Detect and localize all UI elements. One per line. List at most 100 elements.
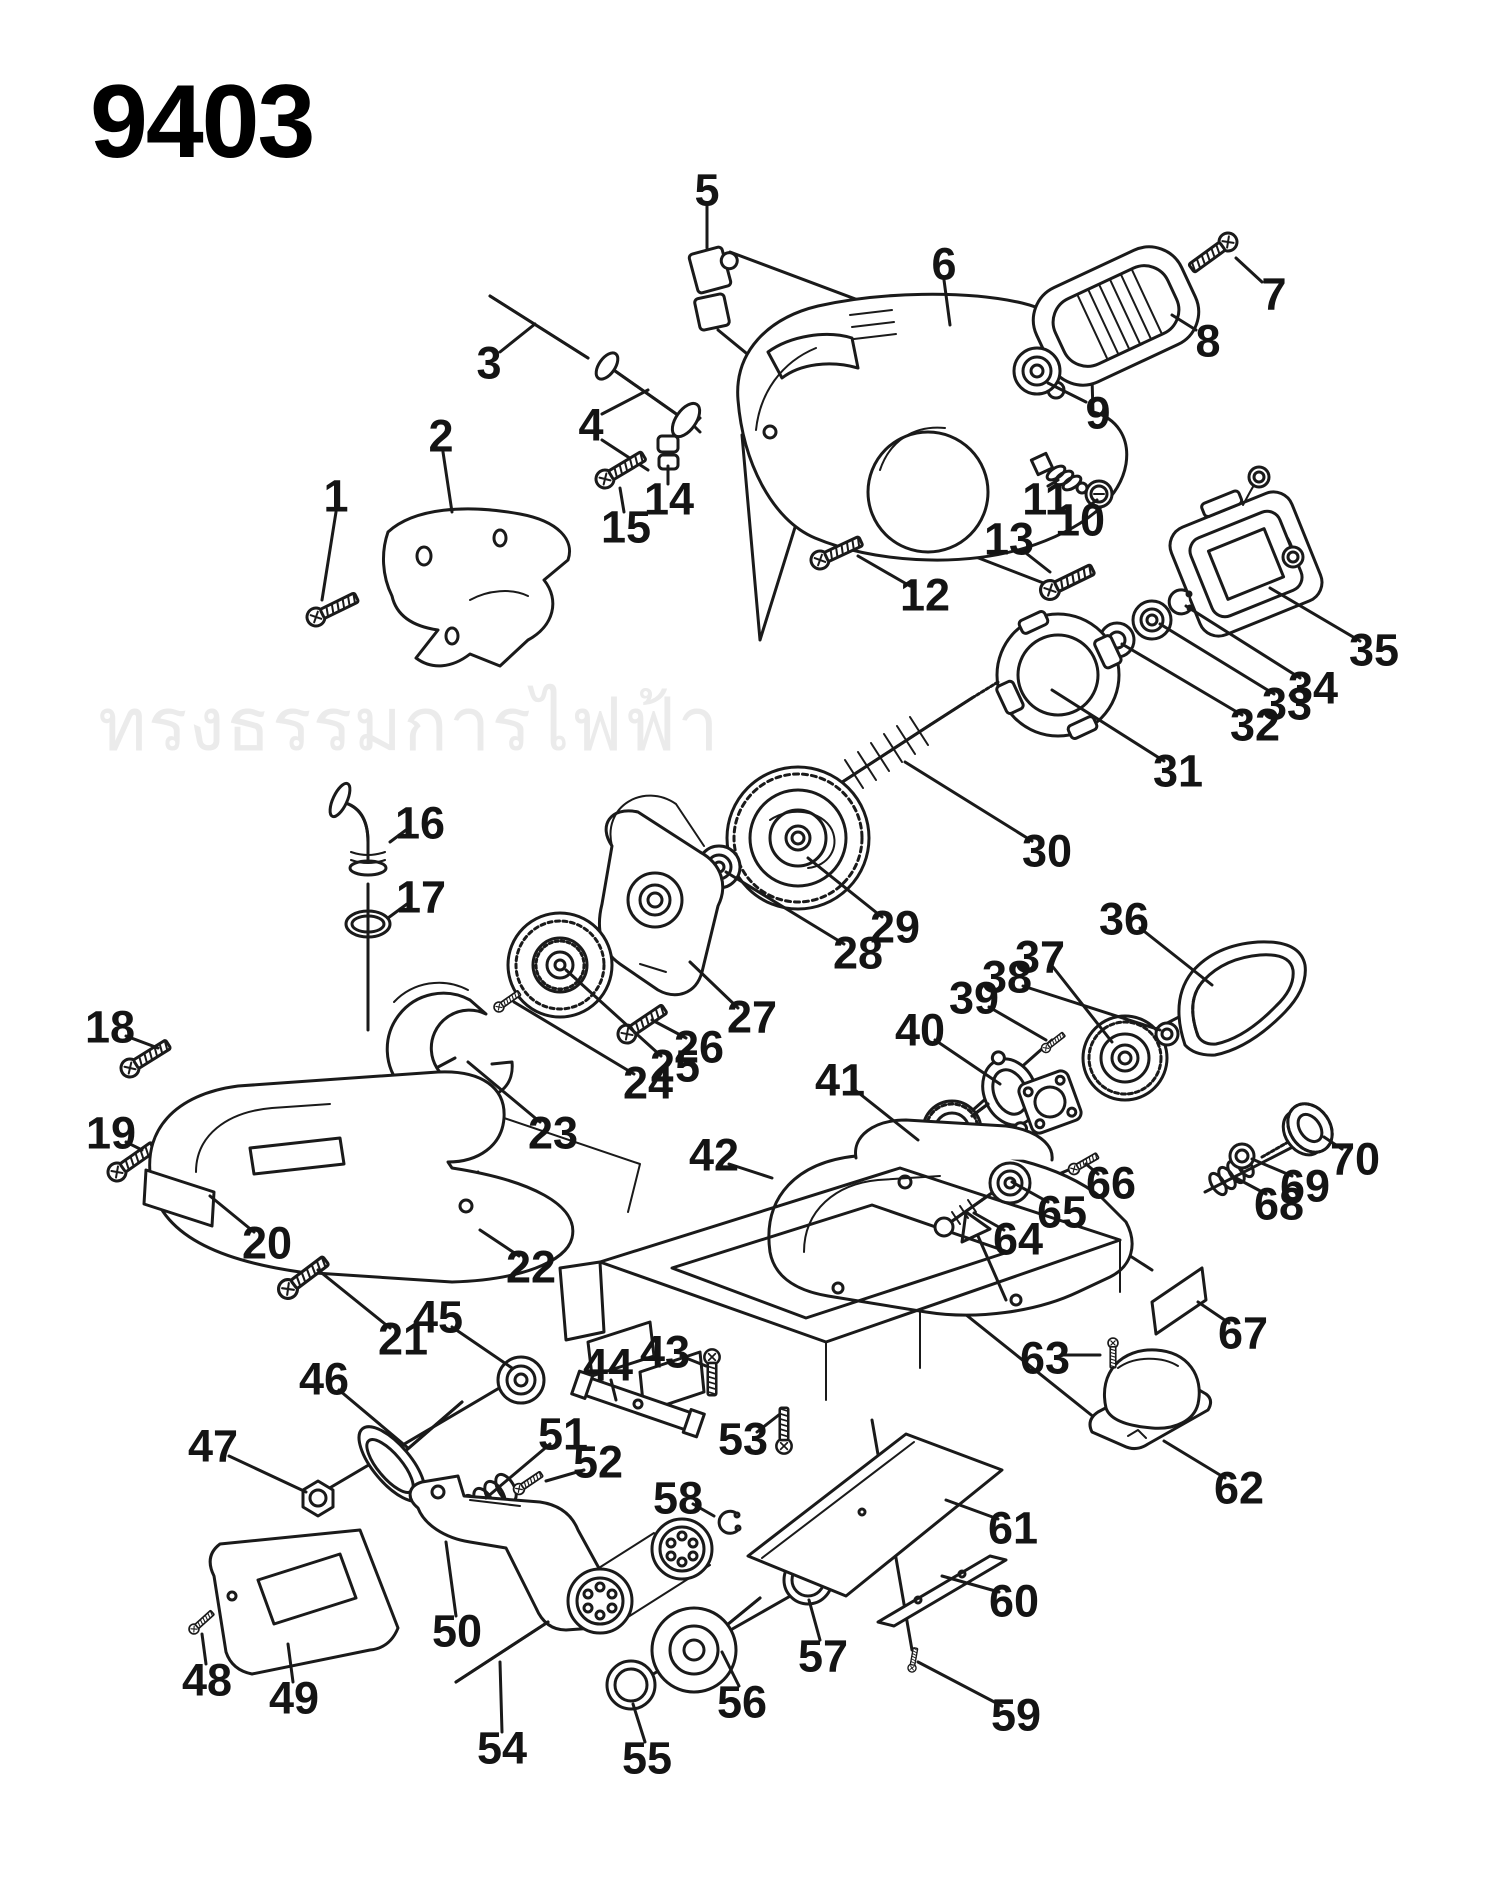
part-4-art — [594, 351, 702, 439]
leader-lines — [124, 204, 1362, 1744]
part-label-23: 23 — [528, 1108, 578, 1159]
part-leader-18 — [124, 1034, 160, 1050]
part-leader-34 — [1184, 604, 1302, 680]
part-2-art — [381, 507, 571, 668]
red-arrow-head — [960, 1210, 992, 1244]
part-label-20: 20 — [242, 1218, 292, 1269]
part-37-art — [1081, 1014, 1169, 1102]
part-label-68: 68 — [1254, 1179, 1304, 1230]
part-61-art — [746, 1432, 1004, 1598]
part-leader-69 — [1250, 1157, 1294, 1178]
part-1-art — [302, 587, 362, 631]
part-label-49: 49 — [269, 1673, 319, 1724]
part-leader-61 — [944, 1498, 1000, 1521]
part-10-art — [1084, 479, 1114, 509]
part-leader-8 — [1170, 313, 1198, 332]
part-leader-70 — [1322, 1135, 1344, 1151]
part-label-12: 12 — [900, 570, 950, 621]
part-leader-31 — [1050, 688, 1166, 763]
part-leader-4 — [600, 388, 650, 416]
part-leader-42 — [727, 1162, 774, 1180]
part-label-48: 48 — [182, 1655, 232, 1706]
part-label-65: 65 — [1037, 1187, 1087, 1238]
part-label-37: 37 — [1015, 932, 1065, 983]
part-label-33: 33 — [1262, 679, 1312, 730]
part-number-labels: 1234567891011121314151617181920212223242… — [85, 165, 1399, 1784]
part-label-11: 11 — [1022, 474, 1070, 525]
part-45-art — [496, 1355, 546, 1405]
part-label-5: 5 — [694, 165, 719, 216]
part-leader-43 — [679, 1354, 708, 1368]
part-leader-47 — [227, 1454, 308, 1494]
part-leader-67 — [1196, 1300, 1231, 1325]
part-38-art — [1154, 1021, 1180, 1047]
part-leader-17 — [386, 902, 409, 920]
part-leader-38 — [1021, 984, 1162, 1032]
bearing-retainer — [1017, 1069, 1083, 1135]
part-62-art — [1088, 1348, 1213, 1451]
red-arrow — [960, 1210, 1008, 1302]
part-label-13: 13 — [984, 514, 1034, 565]
part-leader-3 — [498, 322, 537, 354]
part-leader-23 — [466, 1060, 542, 1124]
part-leader-19 — [124, 1140, 144, 1152]
part-16-art — [328, 781, 388, 877]
part-14-art — [656, 434, 680, 471]
part-label-7: 7 — [1261, 269, 1286, 320]
part-leader-56 — [720, 1650, 741, 1688]
part-label-36: 36 — [1099, 894, 1149, 945]
part-label-4: 4 — [578, 400, 603, 451]
part-20-art — [142, 1168, 216, 1228]
part-11-art — [1029, 451, 1089, 495]
part-48-art — [186, 1607, 217, 1637]
part-44-art — [570, 1369, 706, 1439]
part-69-art — [1228, 1142, 1256, 1170]
part-label-18: 18 — [85, 1002, 135, 1053]
part-leader-64 — [972, 1211, 1006, 1232]
part-label-44: 44 — [583, 1340, 633, 1391]
part-label-16: 16 — [395, 798, 445, 849]
part-label-21: 21 — [378, 1314, 428, 1365]
part-27-art — [598, 794, 725, 997]
part-31-art — [995, 609, 1123, 741]
part-leader-49 — [286, 1642, 295, 1684]
part-label-14: 14 — [644, 474, 694, 525]
part-label-42: 42 — [689, 1130, 739, 1181]
part-55-art — [605, 1659, 657, 1711]
part-7-art — [1184, 227, 1243, 278]
part-leader-27 — [688, 960, 740, 1010]
part-leader-29 — [806, 856, 884, 919]
red-arrow-shaft — [976, 1234, 1008, 1302]
part-leader-9 — [1046, 381, 1088, 404]
part-leader-25 — [564, 968, 663, 1058]
part-leader-13 — [1020, 548, 1052, 574]
part-leader-36 — [1138, 926, 1214, 987]
part-leader-30 — [903, 760, 1034, 843]
part-leader-58 — [691, 1502, 716, 1518]
part-label-10: 10 — [1055, 495, 1105, 546]
part-70-art — [1260, 1102, 1334, 1159]
part-leader-39 — [987, 1005, 1048, 1042]
part-13-art — [1035, 559, 1099, 605]
part-leader-6 — [942, 278, 952, 327]
part-63-art — [1107, 1337, 1119, 1369]
part-label-57: 57 — [798, 1631, 848, 1682]
part-leader-24 — [512, 1000, 636, 1076]
part-54-art — [454, 1620, 550, 1684]
part-24-art — [491, 987, 523, 1015]
part-label-17: 17 — [396, 872, 446, 923]
part-leader-60 — [940, 1574, 1001, 1594]
part-label-69: 69 — [1280, 1161, 1330, 1212]
part-56-art — [650, 1596, 762, 1694]
part-leader-2 — [441, 450, 454, 514]
part-leader-46 — [337, 1388, 410, 1450]
part-9-art — [1012, 346, 1062, 396]
part-label-29: 29 — [870, 902, 920, 953]
part-label-61: 61 — [988, 1503, 1038, 1554]
part-label-1: 1 — [323, 471, 348, 522]
part-label-64: 64 — [993, 1214, 1043, 1265]
part-leader-57 — [807, 1598, 822, 1642]
part-leader-50 — [444, 1540, 458, 1618]
part-leader-40 — [933, 1038, 1002, 1086]
part-label-32: 32 — [1230, 700, 1280, 751]
